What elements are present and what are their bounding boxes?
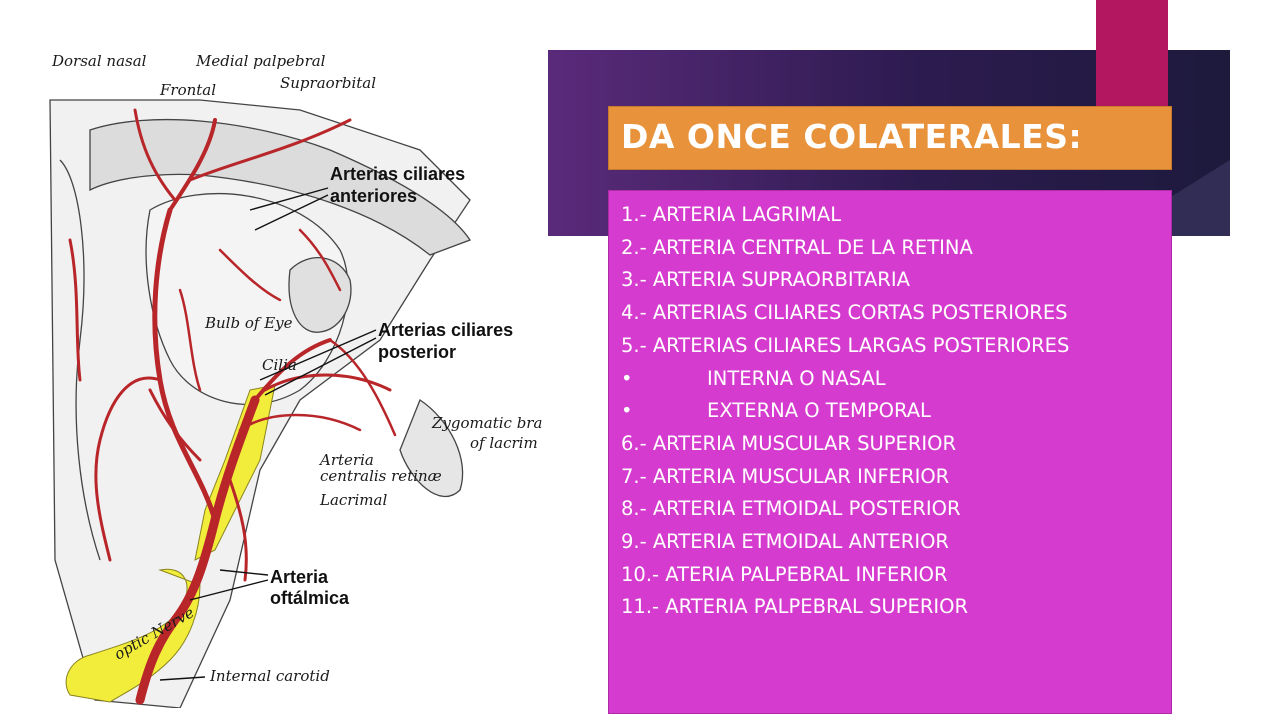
list-item: 1.- ARTERIA LAGRIMAL [621, 199, 1171, 232]
list-item-text: 2.- ARTERIA CENTRAL DE LA RETINA [621, 235, 973, 259]
list-item: 3.- ARTERIA SUPRAORBITARIA [621, 264, 1171, 297]
title-box: DA ONCE COLATERALES: [608, 106, 1172, 170]
list-item-text: 9.- ARTERIA ETMOIDAL ANTERIOR [621, 530, 949, 554]
label-dorsal-nasal: Dorsal nasal [51, 52, 147, 70]
list-item-text: 6.- ARTERIA MUSCULAR SUPERIOR [621, 431, 957, 455]
label-zygomatic-2: of lacrim [470, 434, 538, 452]
list-subitem: • INTERNA O NASAL [621, 363, 1171, 396]
label-arterias-ciliares-anteriores-2: anteriores [330, 186, 417, 206]
label-zygomatic-1: Zygomatic bra [431, 414, 542, 432]
label-medial-palpebral: Medial palpebral [195, 52, 326, 70]
label-frontal: Frontal [159, 81, 216, 99]
list-subitem: • EXTERNA O TEMPORAL [621, 395, 1171, 428]
list-item-text: 7.- ARTERIA MUSCULAR INFERIOR [621, 464, 950, 488]
list-item-text: 1.- ARTERIA LAGRIMAL [621, 203, 842, 226]
label-bulb-of-eye: Bulb of Eye [204, 314, 293, 332]
list-item: 5.- ARTERIAS CILIARES LARGAS POSTERIORES [621, 330, 1151, 363]
list-item-text: 5.- ARTERIAS CILIARES LARGAS POSTERIORES [621, 333, 1070, 357]
label-arteria-centralis-1: Arteria [318, 451, 374, 469]
list-item: 7.- ARTERIA MUSCULAR INFERIOR [621, 461, 1171, 494]
list-item: 11.- ARTERIA PALPEBRAL SUPERIOR [621, 591, 1171, 624]
label-ciliary: Cilia [262, 356, 297, 374]
accent-bar [1096, 0, 1168, 112]
list-item: 8.- ARTERIA ETMOIDAL POSTERIOR [621, 493, 1171, 526]
list-item-text: 11.- ARTERIA PALPEBRAL SUPERIOR [621, 595, 969, 619]
list-item-text: 8.- ARTERIA ETMOIDAL POSTERIOR [621, 497, 961, 521]
list-item: 4.- ARTERIAS CILIARES CORTAS POSTERIORES [621, 297, 1151, 330]
list-item-text: 10.- ATERIA PALPEBRAL INFERIOR [621, 562, 948, 586]
slide-title: DA ONCE COLATERALES: [621, 117, 1083, 156]
list-item: 2.- ARTERIA CENTRAL DE LA RETINA [621, 232, 1171, 265]
ophthalmic-artery-figure: Dorsal nasal Medial palpebral Frontal Su… [49, 52, 542, 708]
label-arteria-oftalmica-1: Arteria [270, 567, 329, 587]
label-arteria-centralis-2: centralis retinæ [320, 467, 442, 485]
list-item: 6.- ARTERIA MUSCULAR SUPERIOR [621, 428, 1171, 461]
label-arterias-ciliares-posterior-1: Arterias ciliares [378, 320, 513, 340]
label-leaders [159, 187, 377, 681]
list-item-text: 4.- ARTERIAS CILIARES CORTAS POSTERIORES [621, 301, 1068, 325]
collateral-list-box: 1.- ARTERIA LAGRIMAL 2.- ARTERIA CENTRAL… [608, 190, 1172, 714]
label-arterias-ciliares-anteriores-1: Arterias ciliares [330, 164, 465, 184]
arteries [68, 108, 397, 705]
label-internal-carotid: Internal carotid [209, 667, 330, 685]
list-item: 10.- ATERIA PALPEBRAL INFERIOR [621, 559, 1171, 592]
bullet-icon: • [621, 366, 633, 390]
label-lacrimal: Lacrimal [319, 491, 387, 509]
label-arterias-ciliares-posterior-2: posterior [378, 342, 456, 362]
label-arteria-oftalmica-2: oftálmica [270, 588, 350, 608]
list-item-text: INTERNA O NASAL [707, 366, 886, 390]
label-supraorbital: Supraorbital [280, 74, 376, 92]
list-item-text: 3.- ARTERIA SUPRAORBITARIA [621, 268, 910, 292]
list-item-text: EXTERNA O TEMPORAL [707, 399, 931, 423]
bullet-icon: • [621, 399, 633, 423]
collateral-list: 1.- ARTERIA LAGRIMAL 2.- ARTERIA CENTRAL… [609, 191, 1171, 624]
list-item: 9.- ARTERIA ETMOIDAL ANTERIOR [621, 526, 1171, 559]
